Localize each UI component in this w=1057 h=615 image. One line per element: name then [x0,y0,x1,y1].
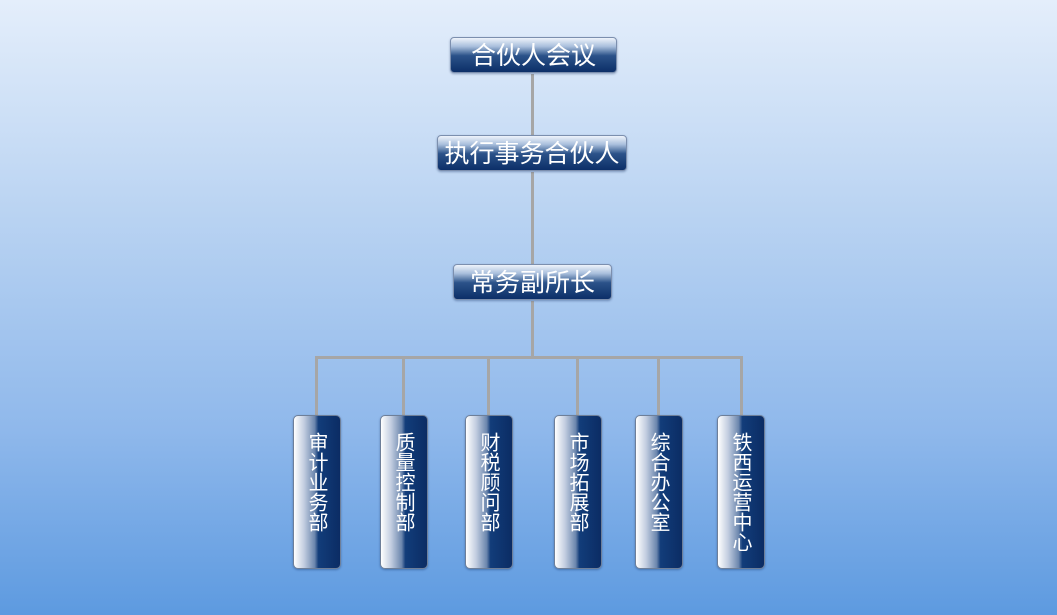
node-department-quality-control: 质量控制部 [380,415,428,569]
connector-executive-to-deputy [531,172,534,265]
department-label: 审计业务部 [305,432,329,532]
connector-drop-6 [740,356,743,416]
department-label: 市场拓展部 [566,432,590,532]
connector-deputy-to-bus [531,301,534,358]
connector-drop-2 [402,356,405,416]
node-department-tiexi-operations: 铁西运营中心 [717,415,765,569]
department-label: 铁西运营中心 [729,432,753,552]
node-executive-partner: 执行事务合伙人 [437,135,627,171]
connector-drop-3 [487,356,490,416]
connector-horizontal-bus [315,356,743,359]
connector-top-to-executive [531,74,534,135]
node-department-tax-consulting: 财税顾问部 [465,415,513,569]
node-department-market-development: 市场拓展部 [554,415,602,569]
connector-drop-5 [657,356,660,416]
node-department-general-office: 综合办公室 [635,415,683,569]
connector-drop-4 [576,356,579,416]
node-partners-meeting: 合伙人会议 [450,37,617,73]
department-label: 质量控制部 [392,432,416,532]
department-label: 财税顾问部 [477,432,501,532]
node-deputy-director: 常务副所长 [453,264,612,300]
node-department-audit: 审计业务部 [293,415,341,569]
department-label: 综合办公室 [647,432,671,532]
connector-drop-1 [315,356,318,416]
